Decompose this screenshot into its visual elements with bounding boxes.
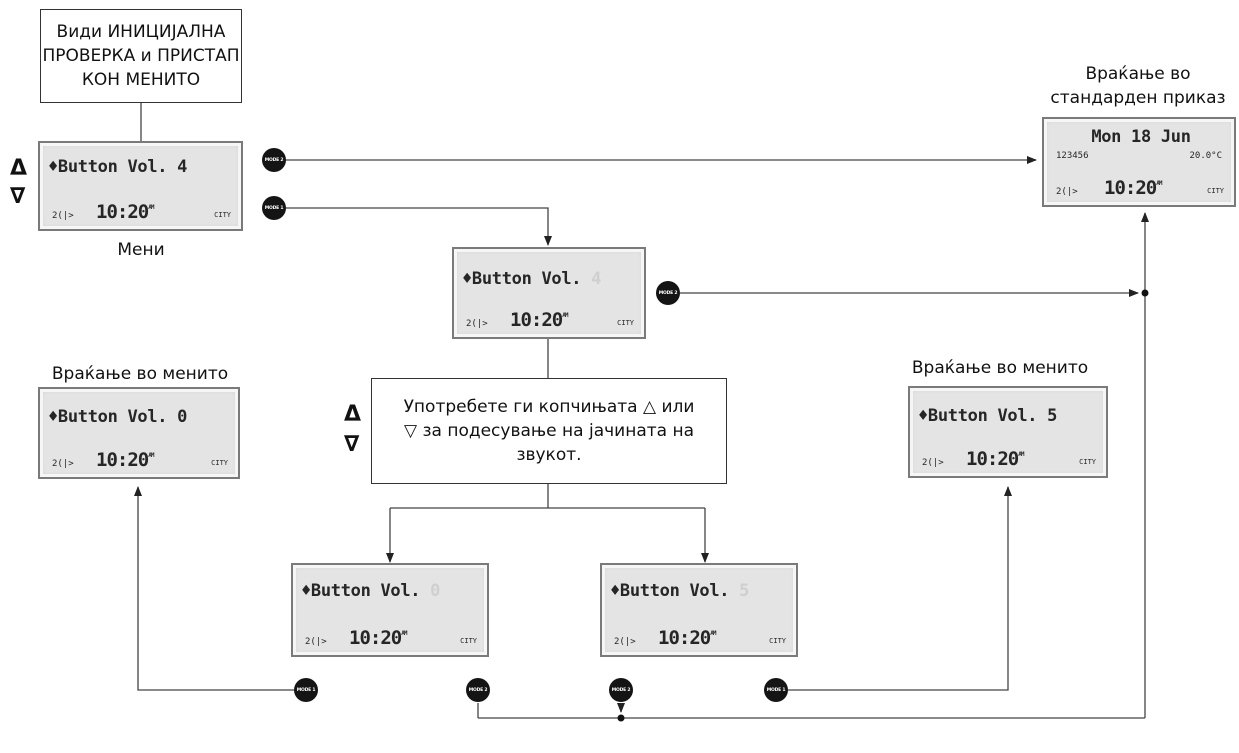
lcd-time-group: 10:20AM (658, 627, 716, 649)
lcd-vol0-text: ♦Button Vol. 0 (48, 407, 188, 427)
vol0-set-lcd: ♦Button Vol. 0 2(|> 10:20AM CITY (38, 387, 240, 479)
lcd-time-suffix: AM (562, 312, 568, 319)
lcd-time-suffix: AM (148, 452, 154, 459)
vol0-edit-lcd: ♦Button Vol. 0 2(|> 10:20AM CITY (291, 563, 489, 657)
initial-check-line-1: Види ИНИЦИЈАЛНА (56, 22, 226, 42)
lcd-time: 10:20 (966, 448, 1019, 470)
lcd-edit-row: ♦Button Vol. 4 (462, 269, 601, 289)
return-menu-left-label: Враќање во менито (51, 364, 229, 384)
lcd-week-icon: 2(|> (52, 459, 74, 469)
mode2-button[interactable]: MODE 2 (262, 148, 286, 172)
initial-check-line-2: ПРОВЕРКА и ПРИСТАП (42, 46, 240, 66)
lcd-vol5-ghost-digit: 5 (739, 581, 750, 601)
lcd-time: 10:20 (510, 309, 563, 331)
return-standard-line-1: Враќање во (1085, 64, 1191, 84)
lcd-time-group: 10:20AM (510, 309, 568, 331)
lcd-time: 10:20 (96, 201, 149, 223)
lcd-week-icon: 2(|> (1056, 187, 1078, 197)
mode1-button[interactable]: MODE 1 (294, 678, 318, 702)
lcd-vol0-edit-row: ♦Button Vol. 0 (301, 581, 440, 601)
instruction-line-2: ▽ за подесување на јачината на (403, 421, 694, 441)
standard-display-lcd: Mon 18 Jun 123456 20.0°C 2(|> 10:20AM CI… (1042, 117, 1236, 207)
lcd-standard-line-2-right: 20.0°C (1189, 151, 1222, 161)
lcd-time-group: 10:20AM (349, 627, 407, 649)
up-triangle-icon: Δ (344, 402, 362, 427)
return-menu-right-label: Враќање во менито (911, 358, 1089, 378)
lcd-week-icon: 2(|> (52, 211, 74, 221)
lcd-time-suffix: AM (148, 204, 154, 211)
lcd-time-group: 10:20AM (96, 201, 154, 223)
vol5-edit-lcd: ♦Button Vol. 5 2(|> 10:20AM CITY (600, 563, 798, 657)
mode1-button[interactable]: MODE 1 (262, 196, 286, 220)
lcd-time-suffix: AM (710, 630, 716, 637)
lcd-city: CITY (211, 459, 228, 467)
down-triangle-icon: ∇ (344, 432, 360, 457)
lcd-edit-text: ♦Button Vol. (462, 269, 582, 289)
lcd-time-group: 10:20AM (1104, 177, 1162, 199)
return-standard-label: Враќање во стандарден приказ (1040, 62, 1236, 110)
lcd-time: 10:20 (658, 627, 711, 649)
return-standard-line-2: стандарден приказ (1050, 88, 1226, 108)
lcd-week-icon: 2(|> (305, 637, 327, 647)
mode2-button[interactable]: MODE 2 (656, 281, 680, 305)
lcd-week-icon: 2(|> (466, 319, 488, 329)
initial-check-box: Види ИНИЦИЈАЛНА ПРОВЕРКА и ПРИСТАП КОН М… (40, 9, 242, 103)
up-triangle-icon: Δ (10, 156, 28, 181)
lcd-vol0-ghost-digit: 0 (430, 581, 441, 601)
lcd-edit-ghost-digit: 4 (591, 269, 602, 289)
lcd-city: CITY (1207, 187, 1224, 195)
lcd-time-suffix: AM (1018, 451, 1024, 458)
lcd-time-suffix: AM (401, 630, 407, 637)
lcd-menu-text: ♦Button Vol. 4 (48, 157, 188, 177)
lcd-time-group: 10:20AM (966, 448, 1024, 470)
lcd-standard-line-2-left: 123456 (1056, 151, 1089, 161)
lcd-time: 10:20 (1104, 177, 1157, 199)
lcd-city: CITY (1079, 458, 1096, 466)
instruction-box: Употребете ги копчињата △ или ▽ за подес… (371, 378, 727, 484)
lcd-vol5-edit-row: ♦Button Vol. 5 (610, 581, 749, 601)
lcd-time-group: 10:20AM (96, 449, 154, 471)
lcd-city: CITY (214, 211, 231, 219)
lcd-vol0-edit-text: ♦Button Vol. (301, 581, 421, 601)
lcd-time: 10:20 (96, 449, 149, 471)
mode2-button[interactable]: MODE 2 (609, 678, 633, 702)
down-triangle-icon: ∇ (10, 184, 26, 209)
menu-label: Мени (117, 240, 165, 260)
lcd-week-icon: 2(|> (922, 458, 944, 468)
lcd-city: CITY (617, 319, 634, 327)
instruction-line-1: Употребете ги копчињата △ или (403, 397, 695, 417)
lcd-time-suffix: AM (1156, 180, 1162, 187)
menu-lcd: ♦Button Vol. 4 2(|> 10:20AM CITY (38, 141, 243, 231)
lcd-time: 10:20 (349, 627, 402, 649)
lcd-standard-line-1: Mon 18 Jun (1091, 127, 1191, 147)
lcd-city: CITY (460, 637, 477, 645)
lcd-city: CITY (769, 637, 786, 645)
instruction-line-3: звукот. (516, 445, 582, 465)
mode2-button[interactable]: MODE 2 (466, 678, 490, 702)
mode1-button[interactable]: MODE 1 (764, 678, 788, 702)
lcd-vol5-edit-text: ♦Button Vol. (610, 581, 730, 601)
edit-lcd: ♦Button Vol. 4 2(|> 10:20AM CITY (452, 247, 646, 339)
vol5-set-lcd: ♦Button Vol. 5 2(|> 10:20AM CITY (908, 386, 1108, 478)
initial-check-line-3: КОН МЕНИТО (81, 70, 201, 90)
lcd-week-icon: 2(|> (614, 637, 636, 647)
lcd-vol5-text: ♦Button Vol. 5 (918, 406, 1058, 426)
